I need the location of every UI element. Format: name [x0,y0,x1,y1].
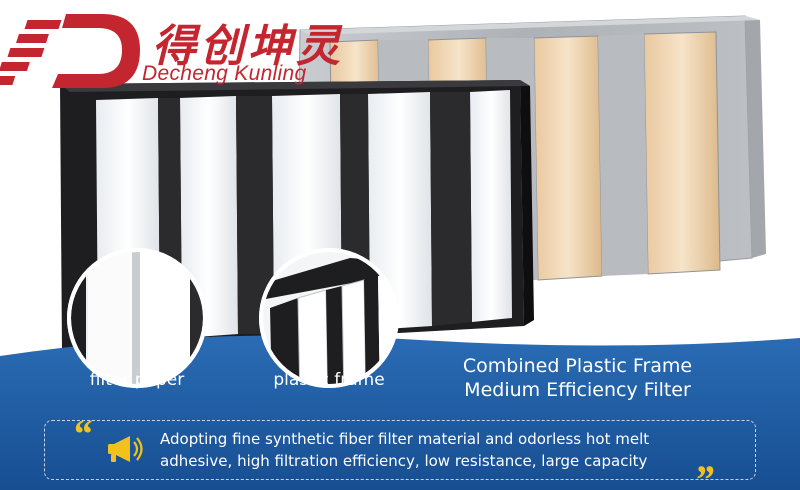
product-title: Combined Plastic Frame Medium Efficiency… [440,354,715,402]
brand-name-chinese: 得创坤灵 [152,21,344,72]
blue-banner [0,335,800,490]
megaphone-icon [108,436,143,462]
plastic-frame-label: plastic frame [273,370,385,390]
filter-paper-label: filter paper [89,370,185,390]
brand-name-english: Decheng Kunling [142,62,307,85]
description-box [44,420,756,480]
description-line1: Adopting fine synthetic fiber filter mat… [160,430,650,448]
close-quote-icon: ” [694,457,714,490]
description-line2: adhesive, high filtration efficiency, lo… [160,452,648,470]
open-quote-icon: “ [72,411,92,456]
filter-paper-closeup [67,248,207,388]
logo-mark [0,14,140,88]
product-title-line2: Medium Efficiency Filter [464,379,691,401]
product-title-line1: Combined Plastic Frame [462,355,693,377]
product-description: Adopting fine synthetic fiber filter mat… [160,428,720,472]
